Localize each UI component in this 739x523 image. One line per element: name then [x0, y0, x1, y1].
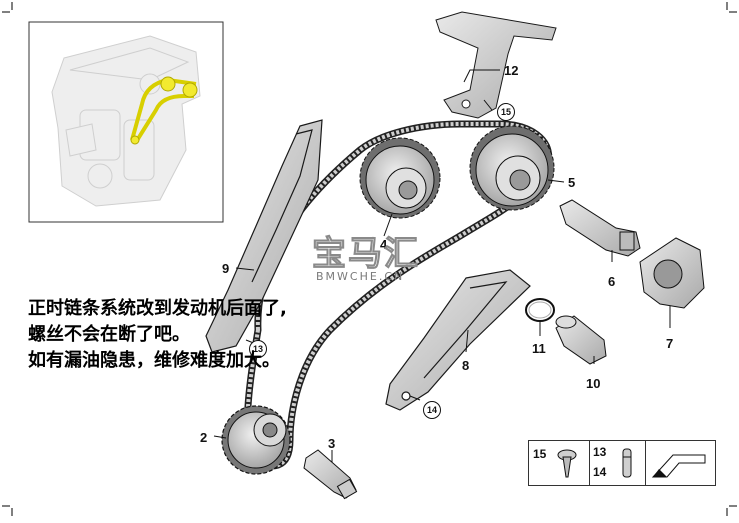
cam-adjuster-right: [469, 125, 555, 211]
sensor-part-7: [639, 237, 705, 309]
callout-5: 5: [568, 175, 576, 190]
caption-line-2: 螺丝不会在断了吧。: [28, 324, 190, 345]
callout-11: 11: [532, 341, 546, 356]
legend-label-14: 14: [593, 465, 607, 479]
callout-4: 4: [380, 237, 388, 252]
circled-14: 14: [423, 401, 441, 419]
crop-marks: [2, 2, 737, 516]
legend-cell-13-14: 13 14: [589, 441, 646, 485]
watermark-cn: 宝马汇: [312, 234, 420, 275]
callout-10: 10: [586, 376, 601, 391]
chain-tensioner-part-10: [555, 315, 607, 365]
callout-9: 9: [222, 261, 230, 276]
callout-12: 12: [504, 63, 519, 78]
cam-adjuster-left: [359, 137, 441, 219]
legend-label-15: 15: [533, 447, 547, 461]
callout-8: 8: [462, 358, 470, 373]
callout-7: 7: [666, 336, 674, 351]
bracket-part-12: [435, 11, 557, 119]
legend-label-13: 13: [593, 445, 607, 459]
callout-6: 6: [608, 274, 616, 289]
caption-line-3: 如有漏油隐患，维修难度加大。: [28, 350, 280, 371]
leader-lines: [213, 69, 671, 462]
engine-inset: [28, 21, 224, 223]
pin-icon: [622, 448, 632, 478]
tensioner-rail-part-9: [205, 119, 323, 353]
circled-13: 13: [249, 340, 267, 358]
callout-2: 2: [200, 430, 208, 445]
crank-sprocket-part-2: [221, 405, 291, 475]
guide-rail-part-8: [385, 269, 531, 411]
legend-cell-15: 15: [529, 441, 590, 485]
direction-arrow-icon: [651, 454, 706, 478]
callout-3: 3: [328, 436, 336, 451]
solenoid-valve-part-6: [559, 199, 641, 257]
caption-text: 正时链条系统改到发动机后面了, 螺丝不会在断了吧。 如有漏油隐患，维修难度加大。: [28, 296, 428, 374]
watermark-en: BMWCHE.CN: [316, 270, 405, 283]
caption-line-1: 正时链条系统改到发动机后面了,: [28, 298, 287, 319]
legend-box: 15 13 14: [528, 440, 716, 486]
bolt-part-3: [303, 449, 358, 500]
circled-15: 15: [497, 103, 515, 121]
sealing-ring-part-11: [525, 298, 555, 322]
screw-icon: [557, 449, 577, 478]
